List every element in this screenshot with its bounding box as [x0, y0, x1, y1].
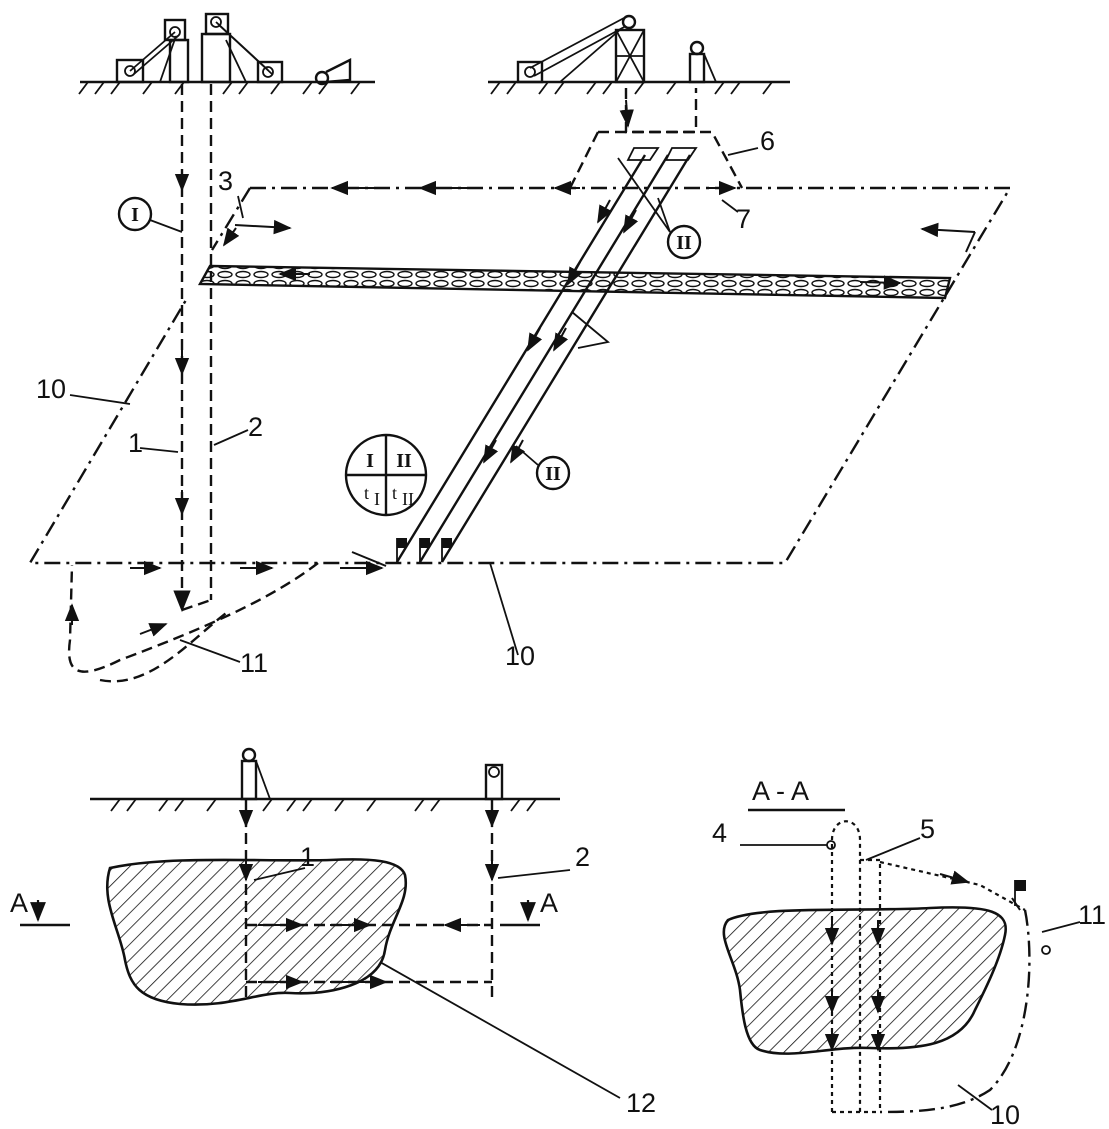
- svg-text:A - A: A - A: [752, 776, 809, 806]
- label-11-top: 11: [240, 648, 268, 678]
- label-7: 7: [736, 204, 751, 234]
- label-6: 6: [760, 126, 775, 156]
- legend-q1: I: [366, 450, 374, 472]
- headframe-lower-right: [484, 763, 504, 801]
- section-marker-right: A: [500, 888, 558, 927]
- label-2-bottom: 2: [575, 842, 590, 872]
- legend-q4: t: [392, 483, 397, 503]
- section-ore-body: [722, 906, 1008, 1055]
- surface-lower: [90, 797, 560, 812]
- label-11-section: 11: [1078, 900, 1106, 930]
- headframe-icon-right: [688, 40, 717, 84]
- label-1-top: 1: [128, 428, 143, 458]
- svg-text:I: I: [131, 204, 139, 226]
- label-2-top: 2: [248, 412, 263, 442]
- section-shafts: [824, 820, 886, 1114]
- section-title: A - A: [748, 776, 845, 812]
- label-5: 5: [920, 814, 935, 844]
- inclined-drifts: [395, 147, 698, 563]
- legend-q4-sub: II: [402, 489, 414, 509]
- svg-text:A: A: [10, 888, 28, 918]
- section-air-route: [879, 860, 1051, 1114]
- upper-air-route: [568, 88, 744, 189]
- hoist-installation-left: [115, 12, 284, 84]
- fan-icon: [314, 58, 352, 86]
- label-12: 12: [626, 1088, 656, 1118]
- section-marker-left: A: [10, 888, 70, 927]
- hoist-installation-right: [516, 14, 646, 84]
- flag-icons: [396, 538, 452, 562]
- legend-circle: I II t I t II: [344, 433, 428, 517]
- roman-circle-two-top: II: [617, 157, 702, 260]
- legend-q3: t: [364, 483, 369, 503]
- legend-q3-sub: I: [374, 489, 380, 509]
- lower-shafts: [238, 799, 500, 1000]
- label-10-left: 10: [36, 374, 66, 404]
- upper-level-boundary: [27, 186, 1013, 565]
- label-4: 4: [712, 818, 727, 848]
- svg-text:A: A: [540, 888, 558, 918]
- label-10-section: 10: [990, 1100, 1020, 1129]
- roman-circle-two-mid: II: [515, 445, 571, 491]
- label-3: 3: [218, 166, 233, 196]
- label-1-bottom: 1: [300, 842, 315, 872]
- roman-circle-one: I: [117, 196, 183, 233]
- surface-left: [78, 80, 375, 95]
- svg-text:II: II: [545, 463, 561, 485]
- flag-icon-section: [1014, 880, 1026, 906]
- upper-flow-arrows: [130, 180, 976, 576]
- ore-body: [105, 858, 408, 1006]
- legend-q2: II: [396, 450, 412, 472]
- label-10-bottom: 10: [505, 641, 535, 671]
- lower-air-loop: [64, 562, 319, 683]
- surface-right: [488, 80, 790, 95]
- headframe-lower-left: [240, 747, 271, 801]
- svg-text:II: II: [676, 232, 692, 254]
